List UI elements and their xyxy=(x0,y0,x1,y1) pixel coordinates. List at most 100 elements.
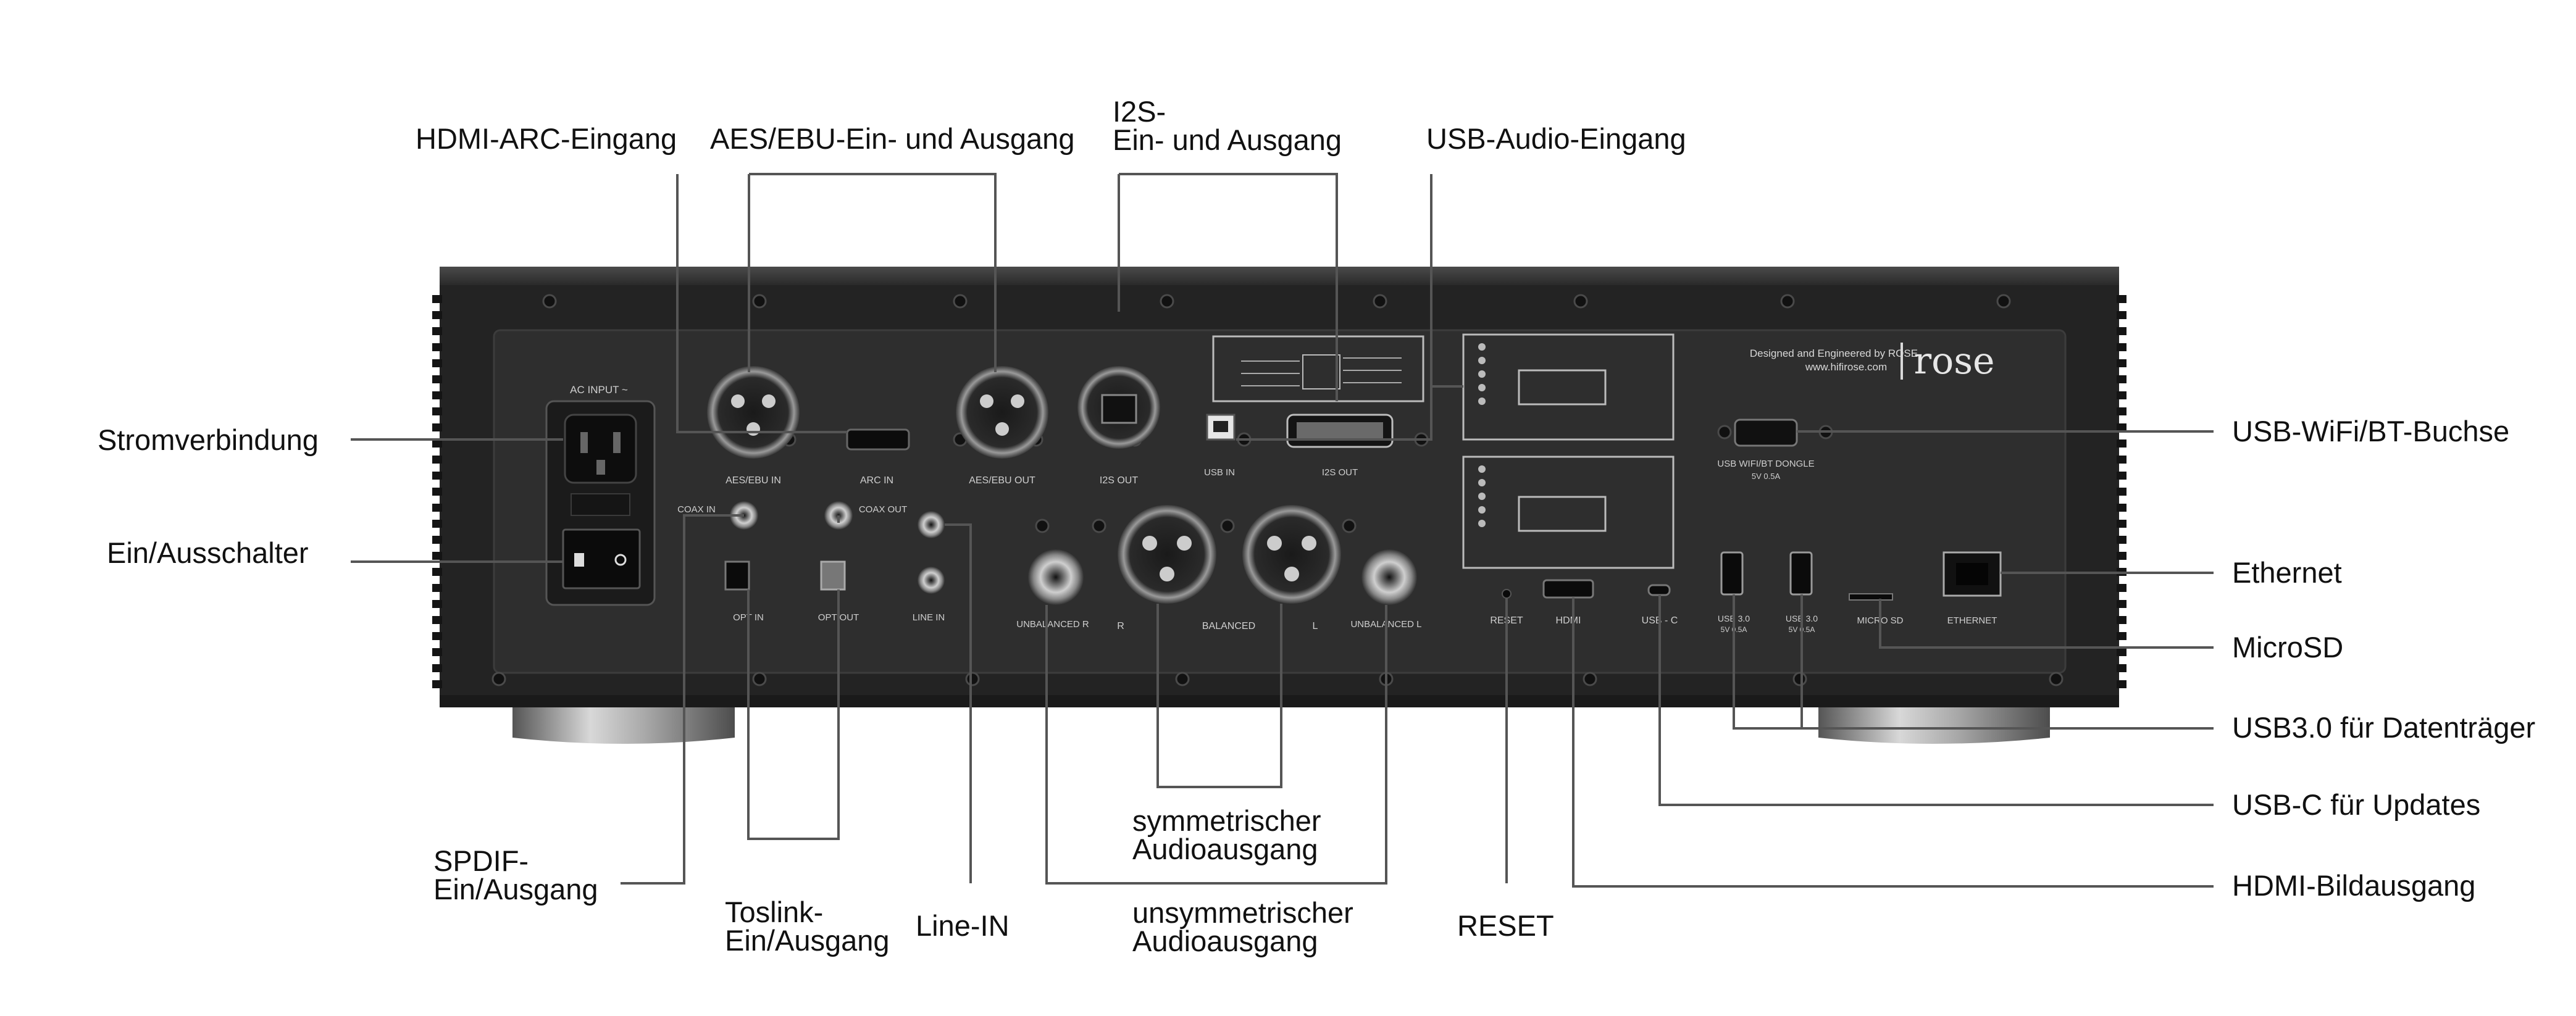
ethernet-port xyxy=(1942,551,2002,597)
pinout-dot xyxy=(1478,384,1486,391)
right-ports: Designed and Engineered by ROSE www.hifi… xyxy=(1490,339,2002,634)
panel-screw xyxy=(491,672,506,686)
panel-screw xyxy=(1583,672,1597,686)
heatsink-fin xyxy=(2117,295,2126,303)
heatsink-fin xyxy=(432,504,442,512)
heatsink-fin xyxy=(432,391,442,399)
label-symmetric-line1: symmetrischer xyxy=(1132,804,1321,837)
heatsink-fin xyxy=(432,616,442,624)
leader-symmetric xyxy=(1156,604,1282,788)
ac-input-text: AC INPUT ~ xyxy=(570,384,628,396)
label-reset: RESET xyxy=(1457,909,1554,942)
panel-screw xyxy=(1175,672,1190,686)
heatsink-fin xyxy=(432,552,442,560)
pinout-dot xyxy=(1478,506,1486,514)
leader-usbc xyxy=(1658,595,2214,806)
leader-usb30 xyxy=(1733,594,2214,730)
optical-out-port xyxy=(820,560,846,591)
pinout-box-b xyxy=(1462,456,1675,569)
left-heatsink-fins xyxy=(432,295,442,688)
pinout-dot xyxy=(1478,343,1486,351)
leader-hdmi-arc xyxy=(676,174,847,433)
label-power: Stromverbindung xyxy=(98,423,319,456)
heatsink-fin xyxy=(432,423,442,431)
label-symmetric-line2: Audioausgang xyxy=(1132,833,1318,865)
usb-dvi-section: USB IN I2S OUT xyxy=(1204,333,1675,569)
microsd-slot xyxy=(1849,593,1893,601)
label-aes-ebu: AES/EBU-Ein- und Ausgang xyxy=(710,122,1075,155)
svg-text:ARC IN: ARC IN xyxy=(860,475,893,486)
panel-screw xyxy=(1092,518,1106,533)
heatsink-fin xyxy=(432,584,442,592)
label-spdif-line2: Ein/Ausgang xyxy=(433,873,598,906)
panel-screw xyxy=(752,672,767,686)
svg-text:AES/EBU OUT: AES/EBU OUT xyxy=(969,475,1035,486)
svg-text:ETHERNET: ETHERNET xyxy=(1947,615,1997,626)
leader-lines xyxy=(351,173,2214,888)
label-spdif-line1: SPDIF- xyxy=(433,844,529,877)
heatsink-fin xyxy=(432,375,442,383)
xlr-connectors: AES/EBU IN ARC IN AES/EBU OUT I2S OUT R … xyxy=(707,366,1341,631)
line-in-jack-bottom xyxy=(918,567,945,594)
leader-spdif xyxy=(621,514,840,885)
panel-screw xyxy=(1792,672,1807,686)
pinout-dot xyxy=(1478,479,1486,486)
svg-text:COAX IN: COAX IN xyxy=(677,504,716,515)
label-i2s: I2S- Ein- und Ausgang xyxy=(1113,95,1342,154)
panel-screw xyxy=(1717,425,1732,439)
svg-text:L: L xyxy=(1313,621,1318,631)
label-toslink: Toslink- Ein/Ausgang xyxy=(725,897,890,955)
panel-screw xyxy=(1220,518,1235,533)
panel-screw xyxy=(1573,294,1588,309)
rose-logo: rose xyxy=(1913,339,1994,383)
heatsink-fin xyxy=(2117,343,2126,351)
hdmi-output-port xyxy=(1542,579,1594,599)
heatsink-fin xyxy=(2117,632,2126,640)
svg-text:Designed and Engineered by ROS: Designed and Engineered by ROSE xyxy=(1750,348,1918,359)
heatsink-fin xyxy=(2117,359,2126,367)
heatsink-fin xyxy=(2117,648,2126,656)
label-spdif: SPDIF- Ein/Ausgang xyxy=(433,844,598,906)
coax-optical-line-ports: COAX IN COAX OUT OPT IN OPT OUT LINE IN … xyxy=(677,501,1422,630)
reset-button xyxy=(1502,589,1512,599)
device-chassis xyxy=(432,267,2126,707)
panel-screw xyxy=(2049,672,2064,686)
fuse-holder xyxy=(571,493,630,516)
leader-line-in xyxy=(945,523,972,883)
heatsink-fin xyxy=(432,488,442,496)
svg-text:R: R xyxy=(1117,621,1124,631)
heatsink-fin xyxy=(432,311,442,319)
svg-text:I2S OUT: I2S OUT xyxy=(1100,475,1138,486)
heatsink-fin xyxy=(432,359,442,367)
leader-hdmi-out xyxy=(1572,598,2214,888)
heatsink-fin xyxy=(2117,472,2126,480)
unbalanced-l-jack xyxy=(1361,549,1417,605)
heatsink-fin xyxy=(432,600,442,608)
pinout-dot xyxy=(1478,520,1486,527)
panel-screw xyxy=(1035,518,1050,533)
heatsink-fin xyxy=(2117,375,2126,383)
line-in-jack-top xyxy=(918,511,945,538)
heatsink-fin xyxy=(2117,600,2126,608)
heatsink-fin xyxy=(432,343,442,351)
heatsink-fin xyxy=(2117,391,2126,399)
label-unsymmetric-line1: unsymmetrischer xyxy=(1132,896,1353,929)
pinout-dot xyxy=(1478,493,1486,500)
pinout-dot xyxy=(1478,370,1486,378)
heatsink-fin xyxy=(432,648,442,656)
svg-text:COAX OUT: COAX OUT xyxy=(859,504,907,515)
usb-c-port xyxy=(1647,584,1671,596)
power-switch xyxy=(562,528,641,589)
svg-text:BALANCED: BALANCED xyxy=(1202,621,1255,631)
pinout-dot xyxy=(1478,398,1486,405)
heatsink-fin xyxy=(2117,616,2126,624)
label-usb-wifi: USB-WiFi/BT-Buchse xyxy=(2232,415,2510,448)
heatsink-fin xyxy=(432,568,442,576)
label-symmetric: symmetrischer Audioausgang xyxy=(1132,804,1321,865)
label-i2s-line1: I2S- xyxy=(1113,95,1166,128)
usb30-port-1 xyxy=(1720,551,1744,596)
leader-toslink xyxy=(747,589,840,840)
unbalanced-r-jack xyxy=(1028,549,1084,605)
label-ethernet: Ethernet xyxy=(2232,556,2342,589)
